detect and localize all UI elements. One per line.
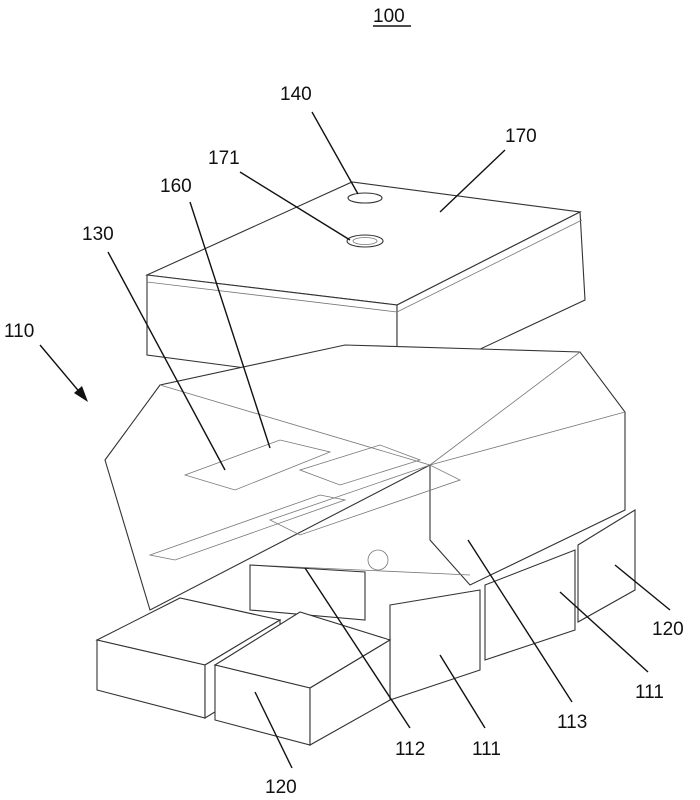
cells-111	[249, 509, 636, 701]
label-130: 130	[82, 224, 114, 245]
label-112: 112	[395, 739, 425, 760]
figure-reference: 100	[373, 6, 405, 27]
label-120-right: 120	[652, 619, 684, 640]
label-111-front: 111	[472, 739, 501, 760]
hole-171	[346, 234, 384, 248]
label-171: 171	[208, 148, 240, 169]
boxes-120	[95, 597, 392, 746]
label-160: 160	[160, 176, 192, 197]
label-113: 113	[557, 712, 587, 733]
label-120-front: 120	[265, 777, 297, 798]
label-111-right: 111	[635, 682, 664, 703]
arrow-110-icon	[74, 386, 88, 402]
label-140: 140	[280, 84, 312, 105]
label-110: 110	[4, 321, 34, 342]
housing-110	[104, 344, 626, 611]
port-140	[347, 192, 383, 204]
label-170: 170	[505, 126, 537, 147]
leader-lines	[39, 111, 671, 769]
